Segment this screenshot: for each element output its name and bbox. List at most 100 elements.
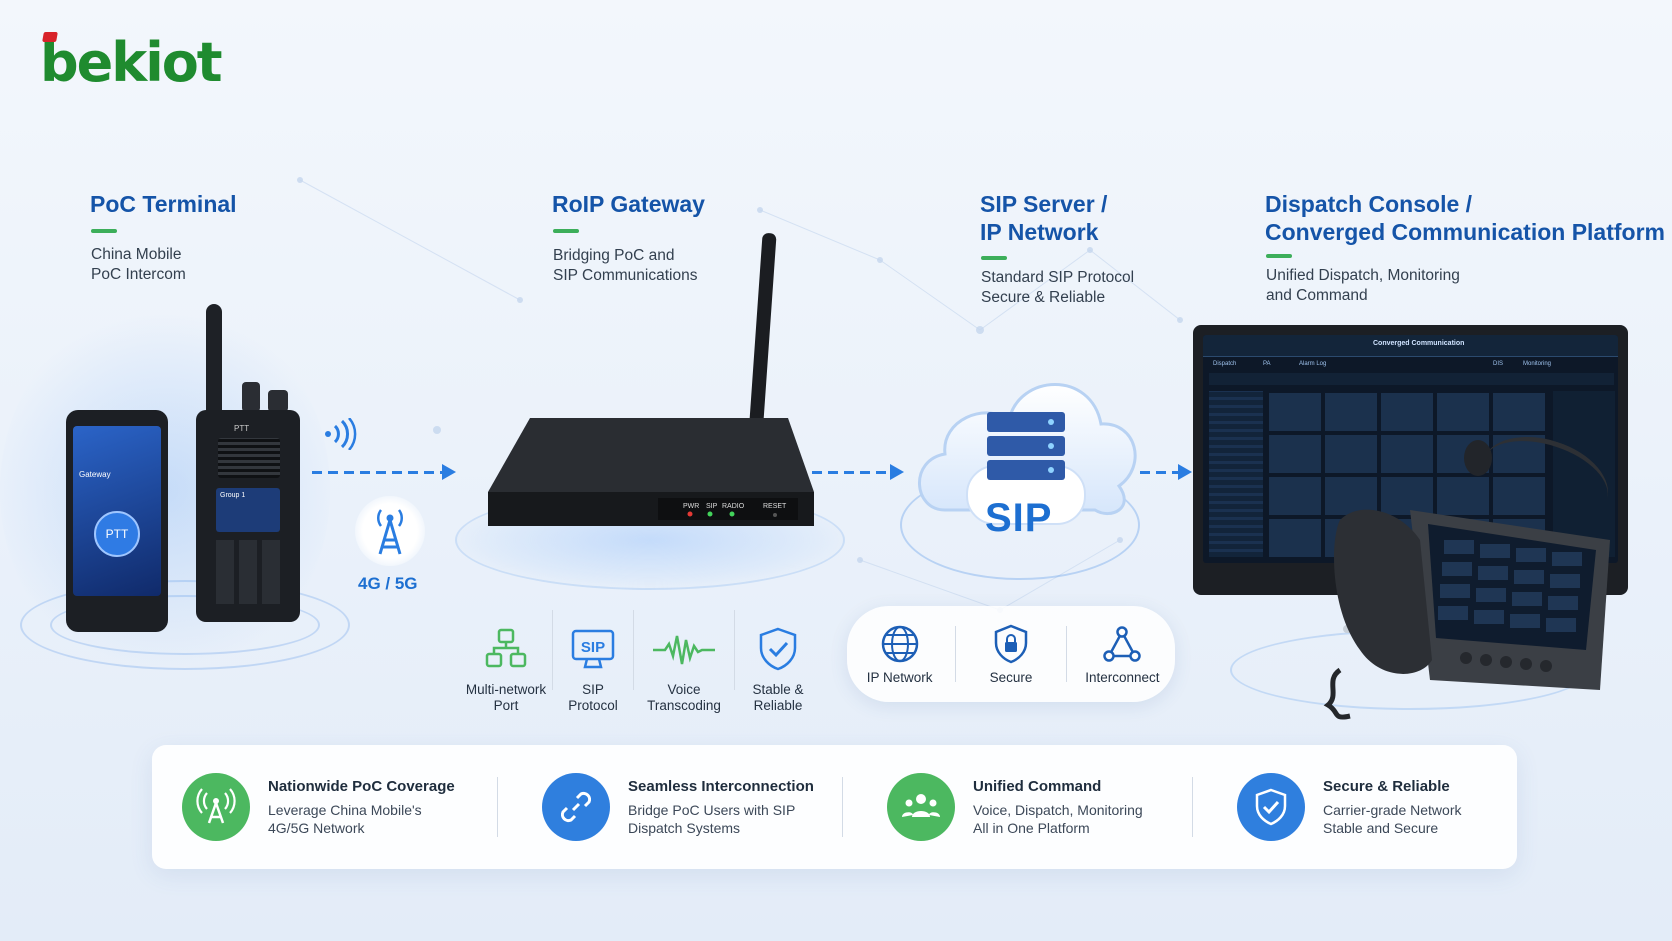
feature-label: Voice Transcoding: [647, 682, 721, 713]
roip-gateway-title: RoIP Gateway: [552, 191, 705, 217]
benefit-divider: [842, 777, 843, 837]
feature-label: Interconnect: [1085, 669, 1160, 685]
feature-stable-reliable: Stable & Reliable: [735, 610, 821, 730]
link-icon: [560, 791, 592, 823]
gateway-to-server-arrow: [812, 471, 894, 474]
console-tab[interactable]: Dispatch: [1213, 361, 1237, 367]
feature-secure: Secure: [961, 624, 1061, 685]
terminal-to-gateway-arrow: [312, 471, 444, 474]
benefit-description: Carrier-grade Network Stable and Secure: [1323, 801, 1462, 836]
arrow-head-icon: [442, 464, 456, 480]
cell-tower-badge: [355, 496, 425, 566]
gateway-indicator-label: SIP: [706, 503, 718, 510]
shield-check-icon: [759, 627, 797, 671]
benefit-title: Nationwide PoC Coverage: [268, 777, 455, 795]
shield-icon: [1255, 788, 1287, 826]
server-feature-pill: IP Network Secure Interconnect: [847, 606, 1175, 702]
benefit-title: Secure & Reliable: [1323, 777, 1450, 795]
multi-network-port-icon: [485, 628, 527, 668]
feature-divider: [954, 626, 956, 682]
benefit-description: Bridge PoC Users with SIP Dispatch Syste…: [628, 801, 796, 836]
phone-ptt-label: PTT: [105, 527, 129, 541]
server-to-console-arrow: [1140, 471, 1180, 474]
gateway-indicator-label: PWR: [683, 503, 700, 510]
console-tab[interactable]: Alarm Log: [1299, 361, 1327, 367]
console-header-bar: [1203, 335, 1618, 357]
console-right-panel: [1553, 391, 1615, 557]
radio-knob: [242, 382, 260, 412]
benefit-title: Seamless Interconnection: [628, 777, 814, 795]
wireless-signal-icon: [325, 418, 357, 450]
feature-interconnect: Interconnect: [1072, 624, 1172, 685]
bekiot-logo: bekiot: [40, 32, 223, 90]
benefit-seamless-interconnection: Seamless Interconnection Bridge PoC User…: [542, 745, 814, 869]
sip-server-title: SIP Server / IP Network: [980, 191, 1108, 245]
radio-knob: [268, 390, 288, 412]
phone-app-name: Gateway: [79, 470, 111, 479]
title-underline: [91, 229, 117, 233]
gateway-indicator-label: RADIO: [722, 503, 745, 510]
title-underline: [1266, 254, 1292, 258]
benefit-icon-badge: [887, 773, 955, 841]
logo-accent-mark: [42, 32, 58, 42]
title-underline: [981, 256, 1007, 260]
benefit-secure-reliable: Secure & Reliable Carrier-grade Network …: [1237, 745, 1461, 869]
feature-divider: [552, 610, 553, 690]
console-tab[interactable]: DIS: [1493, 361, 1504, 367]
sip-protocol-icon: SIP: [571, 629, 615, 669]
radio-brand: PTT: [234, 424, 250, 433]
gateway-reset-button[interactable]: RESET: [763, 503, 787, 510]
network-label: 4G / 5G: [358, 574, 418, 593]
phone-screen: Gateway PTT: [73, 426, 161, 596]
feature-voice-transcoding: Voice Transcoding: [634, 610, 734, 730]
phone-ptt-button[interactable]: PTT: [94, 511, 140, 557]
feature-divider: [633, 610, 634, 690]
dispatch-console-title: Dispatch Console / Converged Communicati…: [1265, 191, 1665, 245]
poc-smartphone: Gateway PTT: [66, 410, 168, 632]
title-underline: [553, 229, 579, 233]
roip-gateway-subtitle: Bridging PoC and SIP Communications: [553, 247, 698, 284]
feature-label: Stable & Reliable: [752, 682, 804, 713]
benefit-description: Leverage China Mobile's 4G/5G Network: [268, 801, 422, 836]
sip-cloud-icon: [918, 383, 1137, 525]
feature-sip-protocol: SIP SIP Protocol: [553, 610, 633, 730]
benefit-icon-badge: [182, 773, 250, 841]
radio-display: Group 1: [216, 488, 280, 532]
globe-icon: [881, 625, 918, 662]
benefit-title: Unified Command: [973, 777, 1102, 795]
console-tab[interactable]: Monitoring: [1523, 361, 1552, 367]
poc-terminal-title: PoC Terminal: [90, 191, 237, 217]
feature-divider: [1066, 626, 1068, 682]
radio-keypad[interactable]: [216, 540, 280, 604]
benefit-description: Voice, Dispatch, Monitoring All in One P…: [973, 801, 1143, 836]
terminal-base-ring: [20, 580, 350, 670]
benefit-divider: [1192, 777, 1193, 837]
arrow-head-icon: [890, 464, 904, 480]
voice-waveform-icon: [653, 635, 715, 665]
poc-terminal-subtitle: China Mobile PoC Intercom: [91, 246, 186, 283]
poc-two-way-radio: PTT Group 1: [196, 410, 300, 622]
console-header-title: Converged Communication: [1373, 340, 1465, 347]
arrow-head-icon: [1178, 464, 1192, 480]
console-toolbar: [1209, 373, 1614, 385]
terminal-base-ring: [50, 595, 320, 655]
gateway-feature-row: Multi-network Port SIP SIP Protocol Voic…: [460, 610, 821, 730]
network-nodes-icon: [1103, 625, 1142, 662]
antenna-icon: [196, 788, 236, 824]
feature-label: SIP Protocol: [568, 682, 618, 713]
benefit-divider: [497, 777, 498, 837]
lock-shield-icon: [994, 624, 1028, 663]
console-sidebar-list[interactable]: [1209, 391, 1263, 557]
desk-microphone-head: [1464, 440, 1492, 476]
sip-server-subtitle: Standard SIP Protocol Secure & Reliable: [981, 269, 1135, 306]
console-tab[interactable]: PA: [1263, 361, 1271, 367]
logo-text: bekiot: [40, 31, 223, 94]
users-icon: [902, 794, 940, 817]
benefit-icon-badge: [542, 773, 610, 841]
benefit-icon-badge: [1237, 773, 1305, 841]
feature-ip-network: IP Network: [850, 624, 950, 685]
benefit-nationwide-coverage: Nationwide PoC Coverage Leverage China M…: [182, 745, 455, 869]
desk-dispatch-phone: [1323, 509, 1610, 720]
radio-antenna: [206, 304, 222, 424]
radio-group-label: Group 1: [220, 492, 246, 499]
